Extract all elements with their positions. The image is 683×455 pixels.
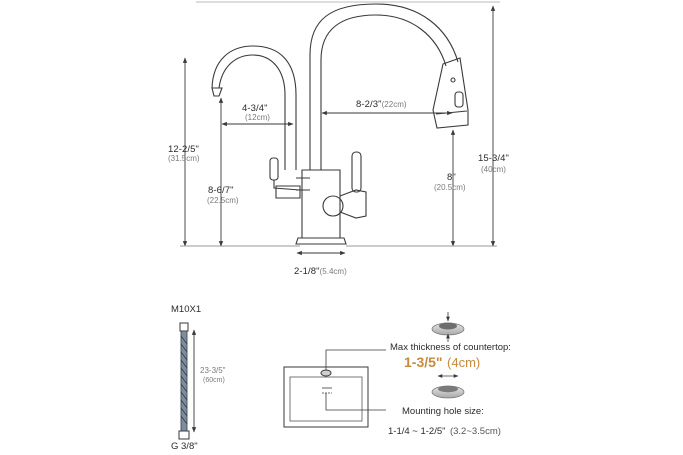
hose-length-cm: (60cm) [203, 377, 225, 384]
mounting-hole-value: 1-1/4 ~ 1-2/5" (3.2~3.5cm) [388, 422, 501, 438]
hose-length-inches: 23-3/5" [200, 366, 226, 375]
max-thickness-inches: 1-3/5" [404, 354, 443, 370]
max-thickness-cm: (4cm) [447, 355, 481, 370]
countertop-drawing [283, 349, 386, 428]
small-spout-reach-cm: (12cm) [245, 113, 270, 122]
spout-reach-inches: 8-2/3" [356, 99, 382, 110]
faucet-drawing [211, 3, 469, 245]
mounting-hole-inches: 1-1/4 ~ 1-2/5" [388, 426, 446, 437]
mounting-hole-cm: (3.2~3.5cm) [449, 426, 501, 437]
spout-reach-cm: (22cm) [381, 100, 407, 109]
spout-outlet-height-inches: 8" [447, 172, 456, 183]
countertop-thickness-icon [431, 312, 465, 342]
hose-drawing [178, 322, 190, 440]
small-spout-height-inches: 12-2/5" [168, 144, 200, 155]
hose-top-thread: M10X1 [171, 304, 202, 315]
small-spout-reach-inches: 4-3/4" [242, 103, 268, 114]
base-diameter-label: 2-1/8"(5.4cm) [294, 262, 347, 278]
small-outlet-height-cm: (22.5cm) [207, 196, 239, 205]
hose-bottom-thread: G 3/8" [171, 441, 198, 452]
faucet-dimension-lines [180, 1, 500, 256]
small-spout-height-cm: (31.5cm) [168, 154, 200, 163]
base-diameter-inches: 2-1/8" [294, 266, 320, 277]
small-outlet-height-inches: 8-6/7" [208, 185, 234, 196]
spout-outlet-height-cm: (20.5cm) [434, 183, 466, 192]
base-diameter-cm: (5.4cm) [319, 267, 347, 276]
total-height-inches: 15-3/4" [478, 153, 510, 164]
mounting-hole-icon [431, 374, 465, 399]
max-thickness-value: 1-3/5" (4cm) [404, 355, 480, 371]
max-thickness-label: Max thickness of countertop: [390, 342, 511, 353]
total-height-cm: (40cm) [481, 165, 506, 174]
spout-reach-label: 8-2/3"(22cm) [356, 95, 407, 111]
mounting-hole-label: Mounting hole size: [402, 406, 484, 417]
